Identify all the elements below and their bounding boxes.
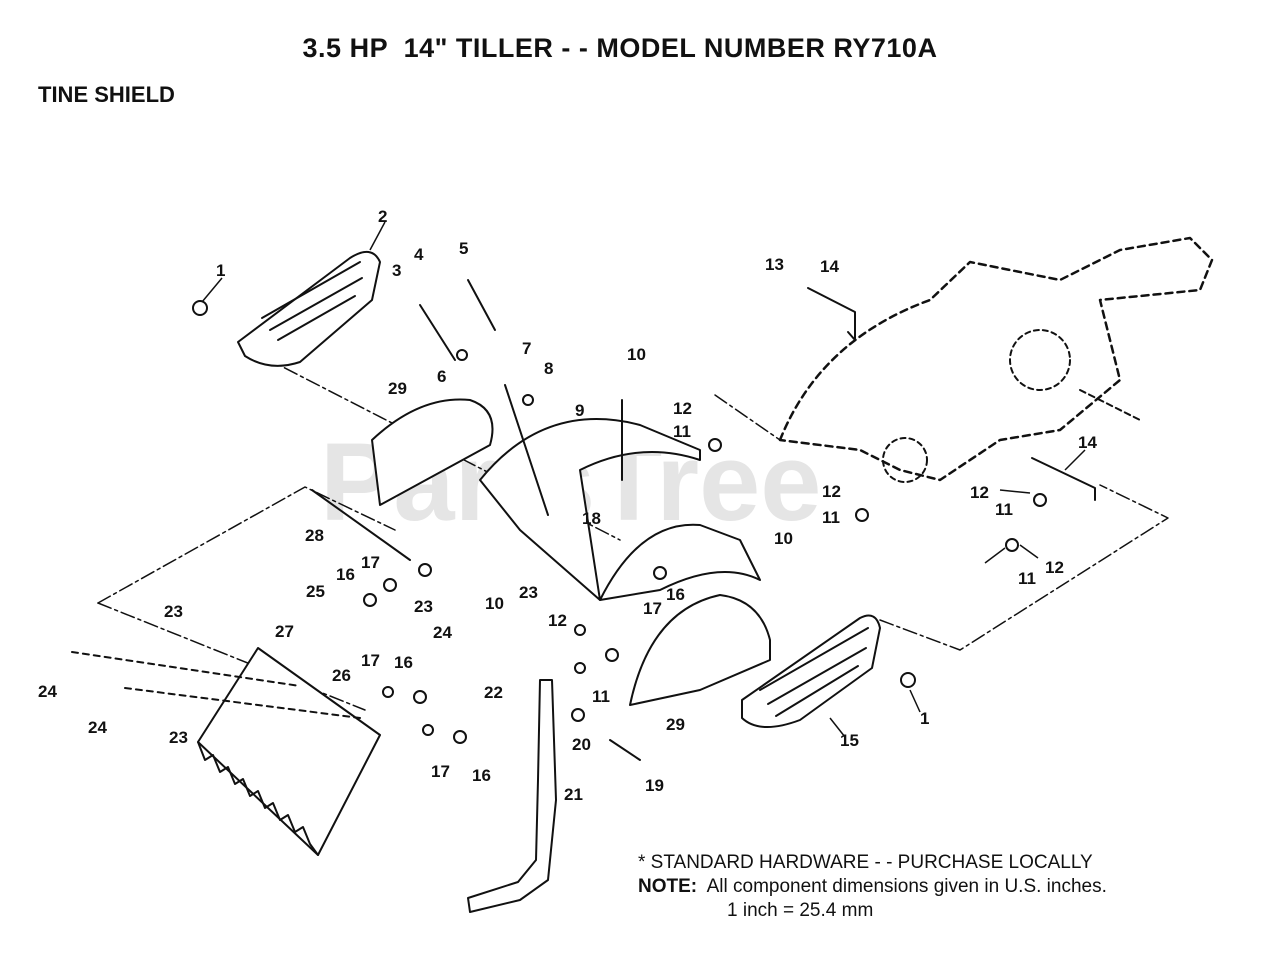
callout-11-e: 11 — [592, 687, 610, 706]
callout-12-d: 12 — [1045, 558, 1064, 577]
callout-13: 13 — [765, 255, 784, 274]
callout-23-a: 23 — [414, 597, 433, 616]
callout-8: 8 — [544, 359, 553, 378]
callout-15: 15 — [840, 731, 859, 750]
callout-23-c: 23 — [164, 602, 183, 621]
callout-11-c: 11 — [995, 500, 1013, 519]
callout-21: 21 — [564, 785, 583, 804]
footer-notes: * STANDARD HARDWARE - - PURCHASE LOCALLY… — [638, 851, 1107, 923]
standard-hardware-note: * STANDARD HARDWARE - - PURCHASE LOCALLY — [638, 852, 1093, 873]
callout-14-top: 14 — [820, 257, 839, 276]
callout-23-b: 23 — [519, 583, 538, 602]
callout-1: 1 — [216, 261, 225, 280]
callout-24-a: 24 — [433, 623, 452, 642]
callout-9: 9 — [575, 401, 584, 420]
note-label: NOTE: — [638, 876, 698, 897]
callout-26: 26 — [332, 666, 351, 685]
callout-17-d: 17 — [431, 762, 450, 781]
callout-16-a: 16 — [336, 565, 355, 584]
callout-16-c: 16 — [394, 653, 413, 672]
diagram-title: 3.5 HP 14" TILLER - - MODEL NUMBER RY710… — [302, 33, 938, 63]
callout-29-bottom: 29 — [666, 715, 685, 734]
callout-2: 2 — [378, 207, 387, 226]
callout-11-a: 11 — [673, 422, 691, 441]
callout-14-right: 14 — [1078, 433, 1097, 452]
callout-12-c: 12 — [970, 483, 989, 502]
callout-17-a: 17 — [361, 553, 380, 572]
dimension-note: NOTE: All component dimensions given in … — [638, 875, 1107, 899]
callout-17-b: 17 — [643, 599, 662, 618]
callout-7: 7 — [522, 339, 531, 358]
callout-3: 3 — [392, 261, 401, 280]
callout-16-d: 16 — [472, 766, 491, 785]
callout-25: 25 — [306, 582, 325, 601]
callout-6: 6 — [437, 367, 446, 386]
callout-12-e: 12 — [548, 611, 567, 630]
callout-22: 22 — [484, 683, 503, 702]
callout-10-top: 10 — [627, 345, 646, 364]
callout-29-top: 29 — [388, 379, 407, 398]
callout-12-a: 12 — [673, 399, 692, 418]
callout-24-b: 24 — [38, 682, 57, 701]
section-title: TINE SHIELD — [38, 82, 175, 107]
callout-5: 5 — [459, 239, 468, 258]
callout-16-b: 16 — [666, 585, 685, 604]
callout-11-b: 11 — [822, 508, 840, 527]
callout-19: 19 — [645, 776, 664, 795]
callout-1-right: 1 — [920, 709, 929, 728]
callout-12-b: 12 — [822, 482, 841, 501]
conversion-note: 1 inch = 25.4 mm — [727, 900, 874, 921]
callout-4: 4 — [414, 245, 424, 264]
callout-10-right: 10 — [774, 529, 793, 548]
callout-11-d: 11 — [1018, 569, 1036, 588]
callout-27: 27 — [275, 622, 294, 641]
callout-10-left: 10 — [485, 594, 504, 613]
callout-20: 20 — [572, 735, 591, 754]
callout-17-c: 17 — [361, 651, 380, 670]
callout-18: 18 — [582, 509, 601, 528]
note-text: All component dimensions given in U.S. i… — [706, 876, 1107, 897]
callout-24-c: 24 — [88, 718, 107, 737]
callout-28: 28 — [305, 526, 324, 545]
callout-23-d: 23 — [169, 728, 188, 747]
